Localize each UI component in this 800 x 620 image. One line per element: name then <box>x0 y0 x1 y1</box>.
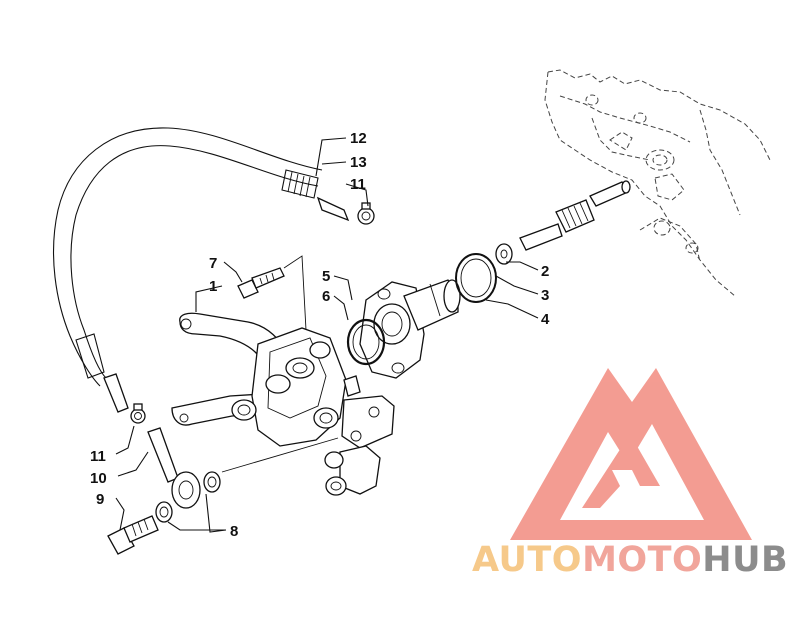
callout-10: 10 <box>90 470 107 487</box>
washer-8-b <box>155 501 173 523</box>
callout-3: 3 <box>541 287 549 304</box>
callout-9: 9 <box>96 491 104 508</box>
washer-8-a <box>203 471 221 493</box>
watermark-hub: HUB <box>702 540 788 580</box>
o-ring-4 <box>455 253 497 303</box>
callout-7: 7 <box>209 255 217 272</box>
callout-4: 4 <box>541 311 550 328</box>
callout-12: 12 <box>350 130 367 147</box>
engine-case-outline <box>544 69 771 297</box>
watermark-auto: AUTO <box>472 540 582 580</box>
watermark-text: AUTOMOTOHUB <box>472 540 788 580</box>
callout-5: 5 <box>322 268 330 285</box>
watermark-moto: MOTO <box>582 540 702 580</box>
hose-clamp-top <box>357 202 375 225</box>
hose-clamp-bottom <box>130 403 146 424</box>
washer-3 <box>495 243 513 265</box>
callout-6: 6 <box>322 288 330 305</box>
watermark-logo <box>510 368 752 540</box>
oil-hose <box>53 127 350 413</box>
callout-2: 2 <box>541 263 549 280</box>
o-ring-6 <box>346 318 386 366</box>
callout-8: 8 <box>230 523 238 540</box>
leader-lines <box>115 137 539 533</box>
callout-11-bottom: 11 <box>90 448 106 465</box>
drive-shaft-2 <box>519 180 631 251</box>
banjo-bolt-9 <box>107 515 159 555</box>
oil-pump-body <box>171 312 395 496</box>
bolt-7 <box>237 267 285 299</box>
callout-1: 1 <box>209 278 217 295</box>
pump-flange-housing <box>359 279 461 379</box>
callout-11-top: 11 <box>350 176 366 193</box>
callout-13: 13 <box>350 154 367 171</box>
callout-labels: 12 13 11 7 1 5 6 2 3 4 11 10 9 8 <box>90 130 550 540</box>
banjo-fitting-10 <box>147 427 201 509</box>
logo-g-shape <box>582 434 660 508</box>
